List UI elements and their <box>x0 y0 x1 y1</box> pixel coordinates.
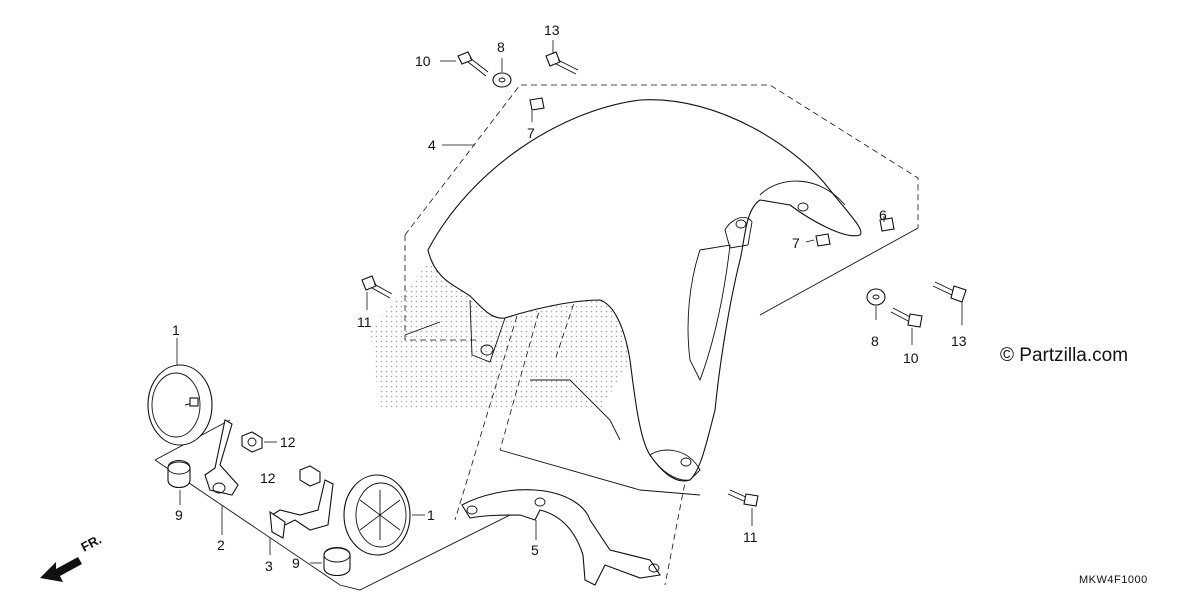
callout-7-upper: 7 <box>527 125 535 141</box>
bolt-10-right <box>890 307 923 328</box>
callout-7-right: 7 <box>792 235 800 251</box>
callout-8-upper: 8 <box>497 39 505 55</box>
callout-8-right: 8 <box>871 333 879 349</box>
diagram-code: MKW4F1000 <box>1079 574 1148 586</box>
callout-9-right: 9 <box>292 555 300 571</box>
fender-stay <box>461 489 661 586</box>
callout-10-upper: 10 <box>415 53 431 69</box>
callout-1-left: 1 <box>172 322 180 338</box>
front-direction-indicator: FR. <box>40 532 104 582</box>
callout-11-left: 11 <box>357 314 372 330</box>
callout-11-right: 11 <box>743 529 758 545</box>
nut-12-lower <box>299 465 321 487</box>
callout-9-left: 9 <box>175 507 183 523</box>
bolt-11-left <box>361 275 393 299</box>
bolt-11-right <box>727 489 759 507</box>
callout-2: 2 <box>217 537 225 553</box>
grommet-left <box>167 459 191 489</box>
callout-1-right: 1 <box>427 507 435 523</box>
callout-3: 3 <box>265 558 273 574</box>
callout-12-upper: 12 <box>280 434 296 450</box>
callout-5: 5 <box>531 542 539 558</box>
nut-12-upper <box>241 431 263 453</box>
reflector-stay-left <box>204 419 239 496</box>
washer-8-right <box>866 288 886 306</box>
bolt-13-right <box>932 281 967 303</box>
assembly-solid-outline <box>154 227 919 591</box>
direction-label: FR. <box>78 532 104 555</box>
callout-12-lower: 12 <box>260 470 276 486</box>
callout-labels: 10 8 13 7 4 6 7 8 10 13 11 1 12 12 9 2 3… <box>172 22 967 574</box>
callout-4: 4 <box>428 137 436 153</box>
reflector-stay-right <box>269 479 334 539</box>
collar-7-right <box>815 233 831 247</box>
callout-10-right: 10 <box>903 350 919 366</box>
bolt-13-upper <box>545 51 579 75</box>
leader-lines <box>176 40 963 564</box>
reflector-left <box>147 364 213 446</box>
collar-6 <box>879 217 895 232</box>
front-fender <box>427 99 862 482</box>
grommet-right <box>323 546 351 577</box>
bolt-10-upper <box>457 51 489 77</box>
callout-13-right: 13 <box>951 333 967 349</box>
callout-13-upper: 13 <box>544 22 560 38</box>
collar-7-upper <box>529 97 545 111</box>
watermark-text: © Partzilla.com <box>1000 345 1128 366</box>
reflector-right <box>343 474 411 556</box>
callout-6: 6 <box>879 207 887 223</box>
washer-8-upper <box>492 72 512 88</box>
